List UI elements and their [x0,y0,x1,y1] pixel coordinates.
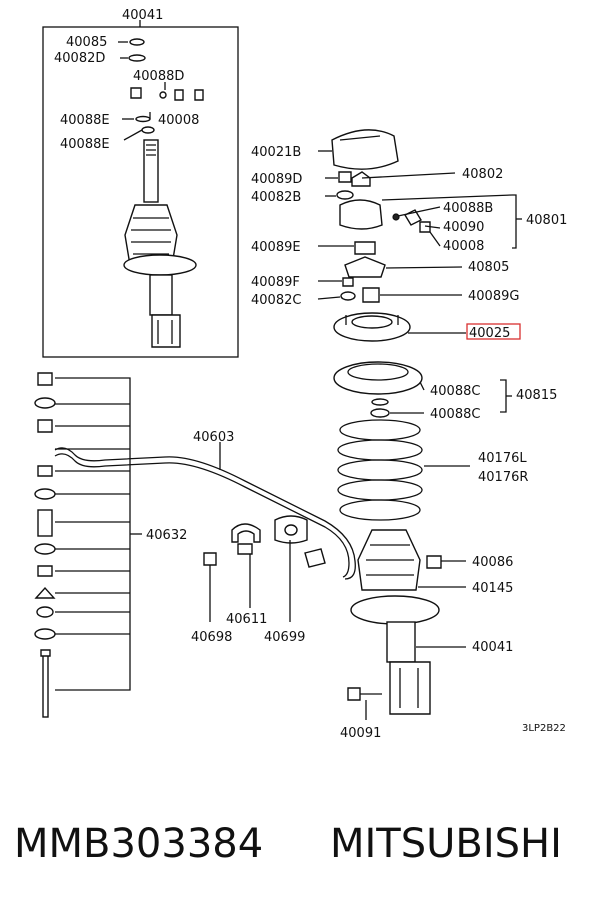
label-40089E: 40089E [251,240,301,255]
label-40021B: 40021B [251,145,301,160]
stabilizer-link-stack [34,372,142,718]
label-40025: 40025 [469,326,510,341]
label-40089F: 40089F [251,275,300,290]
brand-name: MITSUBISHI [330,821,562,867]
label-40699: 40699 [264,630,305,645]
label-40088B: 40088B [443,201,493,216]
part-number: MMB303384 [14,821,263,867]
highlight-box-40025 [466,323,521,340]
label-40082D: 40082D [54,51,105,66]
label-40088E-a: 40088E [60,113,110,128]
lower-strut [347,529,442,715]
upper-mount-assembly [331,129,431,342]
stabilizer-bar [54,447,356,580]
label-40091: 40091 [340,726,381,741]
label-40698: 40698 [191,630,232,645]
label-40632: 40632 [146,528,187,543]
label-40603: 40603 [193,430,234,445]
label-40089D: 40089D [251,172,302,187]
label-40090: 40090 [443,220,484,235]
label-40145: 40145 [472,581,513,596]
spring-seat-and-spring [333,361,423,521]
label-40088C-b: 40088C [430,407,480,422]
label-40176L: 40176L [478,451,527,466]
label-40085: 40085 [66,35,107,50]
label-40088D: 40088D [133,69,184,84]
label-40802: 40802 [462,167,503,182]
label-40008-inset: 40008 [158,113,199,128]
label-40089G: 40089G [468,289,519,304]
label-40082C: 40082C [251,293,301,308]
label-40088C-a: 40088C [430,384,480,399]
label-40086: 40086 [472,555,513,570]
diagram-code: 3LP2B22 [522,723,566,734]
label-40041-top: 40041 [122,8,163,23]
right-leader-lines [317,150,522,720]
stabilizer-bracket-parts [203,442,308,622]
label-40176R: 40176R [478,470,528,485]
label-40088E-b: 40088E [60,137,110,152]
strut-assembly-inset [42,20,239,358]
label-40805: 40805 [468,260,509,275]
label-40008: 40008 [443,239,484,254]
label-40801: 40801 [526,213,567,228]
label-40611: 40611 [226,612,267,627]
label-40041-bottom: 40041 [472,640,513,655]
label-40815: 40815 [516,388,557,403]
label-40082B: 40082B [251,190,301,205]
